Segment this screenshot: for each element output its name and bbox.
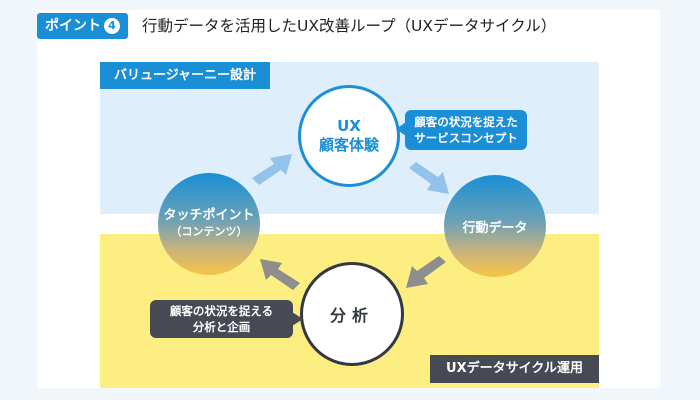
node-ux-line1: UX (337, 117, 361, 135)
callout-analysis-plan-line2: 分析と企画 (192, 320, 251, 334)
callout-service-concept-line2: サービスコンセプト (414, 131, 518, 145)
arrow-up-right-icon (252, 154, 292, 185)
node-analysis-label: 分析 (329, 306, 374, 325)
node-ux-line2: 顧客体験 (318, 136, 379, 154)
arrow-touchpoint-to-ux (252, 154, 292, 185)
arrow-down-right-icon (409, 162, 449, 194)
node-touchpoint-line2: （コンテンツ） (170, 225, 248, 238)
arrow-data-to-analysis (406, 256, 446, 288)
design-zone-label: バリュージャーニー設計 (100, 62, 270, 89)
callout-service-concept-line1: 顧客の状況を捉えた (414, 115, 518, 129)
node-touchpoint: タッチポイント （コンテンツ） (158, 173, 260, 275)
node-behavior-data: 行動データ (444, 175, 546, 277)
point-number-icon: 4 (104, 18, 120, 34)
point-badge-label: ポイント (45, 18, 101, 34)
operation-zone-label: UXデータサイクル運用 (430, 355, 599, 383)
callout-analysis-plan-line1: 顧客の状況を捉える (169, 304, 274, 318)
arrow-ux-to-data (409, 162, 449, 194)
node-touchpoint-line1: タッチポイント (163, 208, 255, 223)
arrow-up-left-icon (260, 259, 300, 290)
callout-service-concept: 顧客の状況を捉えた サービスコンセプト (396, 110, 527, 150)
node-ux: UX 顧客体験 (298, 85, 400, 187)
node-behavior-data-label: 行動データ (462, 220, 528, 236)
arrow-down-left-icon (406, 256, 446, 288)
page-title: 行動データを活用したUX改善ループ（UXデータサイクル） (142, 17, 557, 35)
arrow-analysis-to-touchpoint (260, 259, 300, 290)
callout-analysis-plan: 顧客の状況を捉える 分析と企画 (150, 300, 303, 338)
node-analysis: 分析 (300, 262, 404, 366)
